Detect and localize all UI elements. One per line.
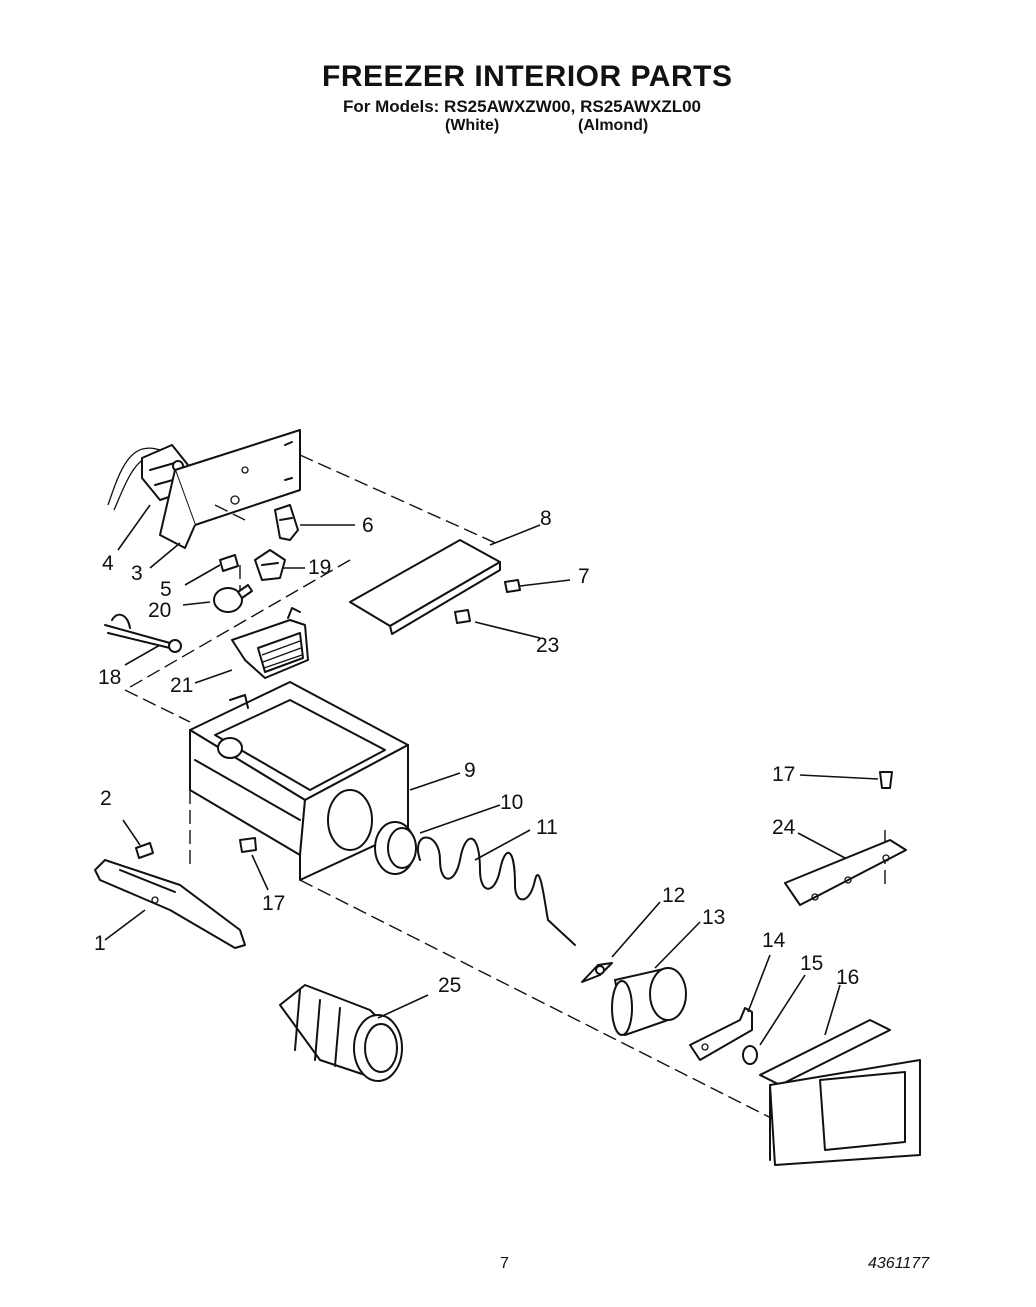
part-6-clip: [274, 504, 299, 541]
part-11-auger: [417, 836, 576, 946]
callout-4: 4: [102, 552, 114, 575]
callout-10: 10: [500, 791, 523, 814]
part-10-bearing: [374, 821, 417, 875]
callout-7: 7: [578, 565, 590, 588]
callout-2: 2: [100, 787, 112, 810]
part-15-nut: [742, 1045, 758, 1065]
callout-5: 5: [160, 578, 172, 601]
callout-14: 14: [762, 929, 786, 952]
part-16-front-cover: [759, 1019, 921, 1166]
callout-20: 20: [148, 599, 171, 622]
callout-15: 15: [800, 952, 823, 975]
callout-21: 21: [170, 674, 193, 697]
callout-16: 16: [836, 966, 859, 989]
callout-12: 12: [662, 884, 685, 907]
part-17-screw-right: [879, 771, 893, 789]
part-21-light-shield: [231, 607, 309, 679]
callout-17-right: 17: [772, 763, 795, 786]
part-24-mounting-strip: [784, 839, 907, 906]
callout-13: 13: [702, 906, 725, 929]
page-title: FREEZER INTERIOR PARTS: [322, 60, 733, 93]
part-23-screw: [454, 609, 471, 624]
part-19-lamp-socket: [254, 549, 286, 581]
part-9-ice-bin-housing: [189, 681, 409, 881]
callout-9: 9: [464, 759, 476, 782]
document-number: 4361177: [868, 1255, 930, 1272]
part-8-cover-plate: [349, 539, 501, 635]
callout-23: 23: [536, 634, 559, 657]
part-14-bracket: [689, 1007, 753, 1061]
leader-lines: [104, 504, 879, 1046]
callout-18: 18: [98, 666, 121, 689]
callout-3: 3: [131, 562, 143, 585]
models-line: For Models: RS25AWXZW00, RS25AWXZL00: [343, 97, 702, 116]
callout-17-left: 17: [262, 892, 285, 915]
part-25-auger-motor: [279, 984, 403, 1082]
part-3-control-bracket: [159, 429, 301, 549]
callout-8: 8: [540, 507, 552, 530]
variant-white: (White): [445, 117, 500, 134]
part-1-mount-bracket: [94, 859, 246, 949]
callout-11: 11: [536, 816, 558, 839]
part-17-screw-left: [239, 837, 257, 853]
part-2-screw: [135, 842, 154, 859]
callout-19: 19: [308, 556, 331, 579]
part-13-crusher-housing: [611, 967, 687, 1036]
part-7-screw: [504, 579, 521, 593]
callout-25: 25: [438, 974, 461, 997]
callout-24: 24: [772, 816, 796, 839]
variant-almond: (Almond): [578, 117, 649, 134]
callout-labels: 4 3 5 6 19 20 18 21 8 7 23 9 10 11 12 13…: [94, 507, 859, 997]
callout-6: 6: [362, 514, 374, 537]
part-12-blade: [581, 962, 613, 983]
part-20-light-bulb: [213, 584, 253, 613]
callout-1: 1: [94, 932, 106, 955]
page-number: 7: [500, 1255, 509, 1272]
part-5-screw: [219, 554, 239, 572]
